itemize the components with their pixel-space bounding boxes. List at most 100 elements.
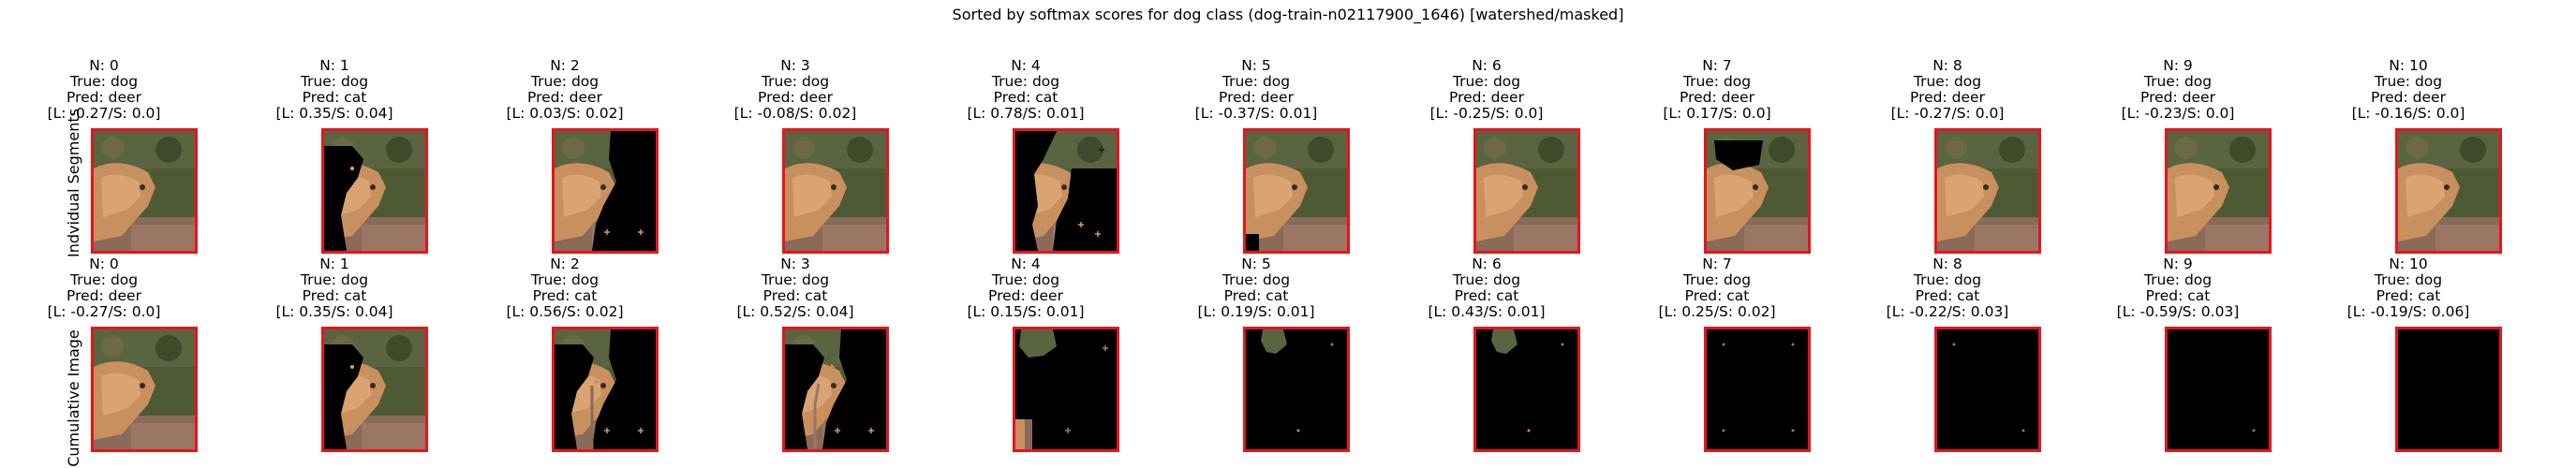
caption-score: [L: 0.19/S: 0.01] xyxy=(1197,303,1315,320)
caption-score: [L: -0.22/S: 0.03] xyxy=(1886,303,2009,320)
caption-n: N: 1 xyxy=(319,256,349,272)
segment-image xyxy=(2395,128,2502,254)
caption-pred: Pred: cat xyxy=(1454,287,1519,304)
caption-n: N: 0 xyxy=(89,57,119,74)
caption-score: [L: -0.27/S: 0.0] xyxy=(47,105,161,122)
segment-image xyxy=(1473,327,1580,452)
segment-image xyxy=(1473,128,1580,254)
caption-true: True: dog xyxy=(530,271,600,288)
segment-image xyxy=(1243,128,1350,254)
caption-n: N: 3 xyxy=(780,57,810,74)
caption-n: N: 1 xyxy=(319,57,349,74)
caption-score: [L: 0.35/S: 0.04] xyxy=(275,105,393,122)
caption-score: [L: -0.59/S: 0.03] xyxy=(2116,303,2240,320)
caption-pred: Pred: cat xyxy=(993,89,1059,106)
segment-image xyxy=(91,327,198,452)
caption-pred: Pred: cat xyxy=(762,287,828,304)
caption-pred: Pred: deer xyxy=(1910,89,1985,106)
caption-true: True: dog xyxy=(1913,73,1982,90)
segment-image xyxy=(1013,128,1119,254)
caption-n: N: 7 xyxy=(1702,57,1732,74)
caption-n: N: 9 xyxy=(2163,256,2193,272)
caption-pred: Pred: deer xyxy=(1680,89,1754,106)
caption-score: [L: -0.25/S: 0.0] xyxy=(1429,105,1544,122)
caption-pred: Pred: deer xyxy=(758,89,833,106)
caption-pred: Pred: cat xyxy=(1915,287,1980,304)
caption-pred: Pred: deer xyxy=(2371,89,2446,106)
caption-score: [L: -0.23/S: 0.0] xyxy=(2121,105,2235,122)
caption-score: [L: -0.27/S: 0.0] xyxy=(1890,105,2005,122)
caption-n: N: 2 xyxy=(550,57,580,74)
caption-n: N: 4 xyxy=(1011,57,1041,74)
segment-image xyxy=(321,128,428,254)
caption-pred: Pred: cat xyxy=(1684,287,1750,304)
segment-image xyxy=(1934,327,2041,452)
caption-score: [L: 0.03/S: 0.02] xyxy=(506,105,624,122)
caption-true: True: dog xyxy=(1452,73,1521,90)
caption-n: N: 3 xyxy=(780,256,810,272)
segment-image xyxy=(1934,128,2041,254)
segment-image xyxy=(91,128,198,254)
segment-image xyxy=(2165,327,2272,452)
caption-n: N: 0 xyxy=(89,256,119,272)
row-label-individual-segments: Indvidual Segments xyxy=(64,108,82,257)
caption-true: True: dog xyxy=(2374,271,2443,288)
caption-score: [L: 0.15/S: 0.01] xyxy=(967,303,1085,320)
caption-pred: Pred: deer xyxy=(1449,89,1524,106)
caption-true: True: dog xyxy=(1682,271,1752,288)
caption-pred: Pred: cat xyxy=(2376,287,2441,304)
caption-score: [L: 0.17/S: 0.0] xyxy=(1663,105,1771,122)
caption-pred: Pred: deer xyxy=(67,287,141,304)
caption-pred: Pred: cat xyxy=(2145,287,2211,304)
caption-true: True: dog xyxy=(1452,271,1521,288)
segment-image xyxy=(1013,327,1119,452)
caption-score: [L: 0.43/S: 0.01] xyxy=(1428,303,1546,320)
caption-true: True: dog xyxy=(530,73,600,90)
segment-image xyxy=(2165,128,2272,254)
caption-true: True: dog xyxy=(2143,73,2213,90)
caption-true: True: dog xyxy=(1682,73,1752,90)
caption-pred: Pred: cat xyxy=(302,287,367,304)
row-label-cumulative-image: Cumulative Image xyxy=(64,329,82,467)
segment-image xyxy=(2395,327,2502,452)
caption-true: True: dog xyxy=(69,73,139,90)
segment-image xyxy=(1704,128,1811,254)
caption-true: True: dog xyxy=(1221,271,1291,288)
caption-n: N: 10 xyxy=(2389,57,2428,74)
caption-pred: Pred: deer xyxy=(988,287,1063,304)
figure-title: Sorted by softmax scores for dog class (… xyxy=(952,6,1624,23)
caption-score: [L: 0.78/S: 0.01] xyxy=(967,105,1085,122)
caption-score: [L: 0.52/S: 0.04] xyxy=(736,303,854,320)
caption-true: True: dog xyxy=(761,271,830,288)
caption-pred: Pred: cat xyxy=(1223,287,1289,304)
caption-score: [L: -0.37/S: 0.01] xyxy=(1194,105,1318,122)
caption-pred: Pred: deer xyxy=(67,89,141,106)
segment-image xyxy=(1243,327,1350,452)
caption-true: True: dog xyxy=(991,73,1060,90)
caption-pred: Pred: deer xyxy=(527,89,602,106)
caption-n: N: 4 xyxy=(1011,256,1041,272)
segment-image xyxy=(1704,327,1811,452)
caption-n: N: 5 xyxy=(1241,57,1271,74)
caption-true: True: dog xyxy=(1913,271,1982,288)
caption-pred: Pred: deer xyxy=(2140,89,2215,106)
caption-n: N: 6 xyxy=(1472,256,1502,272)
caption-pred: Pred: deer xyxy=(1219,89,1294,106)
caption-score: [L: 0.35/S: 0.04] xyxy=(275,303,393,320)
caption-true: True: dog xyxy=(761,73,830,90)
segment-image xyxy=(552,327,659,452)
caption-n: N: 9 xyxy=(2163,57,2193,74)
